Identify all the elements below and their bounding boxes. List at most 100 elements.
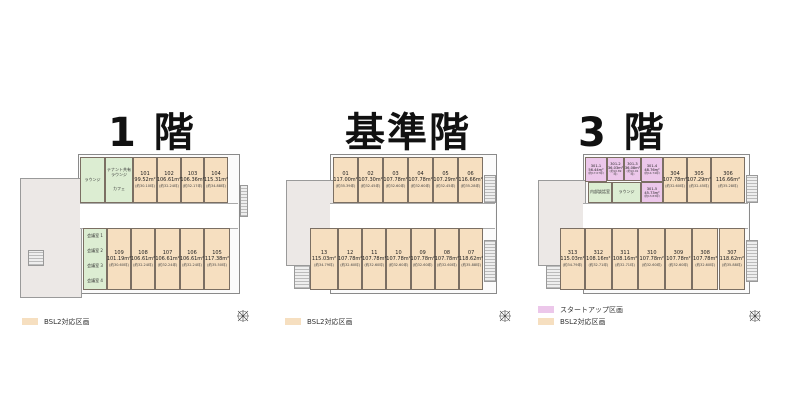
- room-tsubo: (約32.60坪): [437, 262, 457, 267]
- room-area: 106.61m²: [155, 255, 180, 262]
- room-area: 99.52m²: [134, 176, 156, 183]
- room-tsubo: (約32.45坪): [435, 183, 456, 188]
- room-num: 02: [367, 171, 374, 178]
- stairs-icon: [28, 250, 44, 266]
- room-area: 107.29m²: [433, 176, 458, 183]
- room-area: 117.00m²: [333, 176, 358, 183]
- meeting-room-1: 会議室 1: [87, 233, 103, 239]
- room-tsubo: (約14.74坪): [644, 171, 660, 176]
- room-area: 108.16m²: [586, 255, 611, 262]
- room-tsubo: (約32.60坪): [364, 262, 385, 267]
- room-num: 09: [419, 250, 426, 257]
- room-num: 103: [187, 171, 198, 178]
- room-area: 106.61m²: [130, 255, 156, 262]
- room-area: 107.78m²: [692, 255, 718, 262]
- room-tsubo: (約32.60坪): [410, 183, 431, 188]
- room-area: 107.78m²: [666, 255, 691, 262]
- room-tsubo: (約35.28坪): [718, 183, 738, 188]
- cafe-label: カフェ: [113, 186, 125, 192]
- service-core: [20, 178, 82, 298]
- room-area: 107.78m²: [408, 176, 433, 183]
- room-num: 107: [162, 250, 173, 257]
- room-num: 301-3: [627, 161, 638, 166]
- lounge-label: ラウンジ: [84, 176, 101, 182]
- room-tsubo: (約30.10坪): [135, 183, 155, 188]
- room-num: 301-2: [610, 161, 621, 166]
- bsl2-legend-label: BSL2対応区画: [560, 318, 606, 326]
- room-num: 109: [114, 250, 124, 257]
- room-tsubo: (約30.60坪): [109, 262, 129, 267]
- bsl2-legend-label: BSL2対応区画: [307, 318, 353, 326]
- lounge: ラウンジ: [612, 182, 641, 203]
- room-num: 301-5: [646, 186, 658, 191]
- room-tsubo: (約32.60坪): [385, 183, 406, 188]
- compass-icon: [749, 310, 761, 322]
- room-area: 115.31m²: [203, 176, 229, 183]
- room-area: 107.78m²: [434, 255, 460, 262]
- corridor: [330, 203, 495, 229]
- room-num: 11: [371, 250, 378, 257]
- room-tsubo: (約32.45坪): [360, 183, 381, 188]
- internal-lounge-label: 内部談話室: [590, 189, 610, 195]
- stairs-icon: [294, 265, 310, 289]
- room-area: 107.78m²: [383, 176, 408, 183]
- room-area: 116.66m²: [458, 176, 483, 183]
- room-tsubo: (約34.79坪): [562, 262, 583, 267]
- internal-lounge: 内部談話室: [588, 182, 612, 203]
- room-num: 305: [694, 171, 704, 178]
- room-num: 03: [392, 171, 399, 178]
- room-num: 101: [140, 171, 150, 178]
- room-num: 306: [723, 171, 733, 178]
- room-num: 06: [467, 171, 474, 178]
- room-tsubo: (約34.79坪): [314, 262, 334, 267]
- room-tsubo: (約17.07坪): [588, 171, 604, 176]
- stairs-icon: [746, 175, 758, 203]
- room-num: 312: [593, 250, 604, 257]
- room-num: 08: [443, 250, 451, 257]
- room-tsubo: (約32.24坪): [182, 262, 202, 267]
- room-num: 01: [342, 171, 349, 178]
- room-num: 04: [417, 171, 424, 178]
- room-tsubo: (約35.28坪): [460, 183, 481, 188]
- stairs-icon: [240, 185, 248, 217]
- compass-icon: [499, 310, 511, 322]
- floor-3-title: 3 階: [578, 110, 666, 156]
- compass-icon: [237, 310, 249, 322]
- meeting-room-3: 会議室 3: [87, 263, 103, 269]
- room-area: 108.16m²: [612, 255, 638, 262]
- room-tsubo: (約32.60坪): [668, 262, 689, 267]
- room-tsubo: (約32.71坪): [615, 262, 635, 267]
- room-area: 107.78m²: [662, 176, 688, 183]
- stairs-icon: [484, 240, 496, 282]
- bsl2-legend-swatch: [285, 318, 301, 325]
- room-area: 106.61m²: [179, 255, 205, 262]
- room-num: 108: [138, 250, 148, 257]
- startup-legend-swatch: [538, 306, 554, 313]
- room-num: 105: [212, 250, 222, 257]
- room-area: 56.44m²: [588, 167, 604, 172]
- room-tsubo: (約32.60坪): [665, 183, 685, 188]
- room-area: 107.78m²: [386, 255, 411, 262]
- room-area: 115.03m²: [560, 255, 585, 262]
- lounge: ラウンジ: [80, 157, 105, 203]
- room-tsubo: (約32.60坪): [388, 262, 409, 267]
- room-tsubo: (約32.60坪): [695, 262, 716, 267]
